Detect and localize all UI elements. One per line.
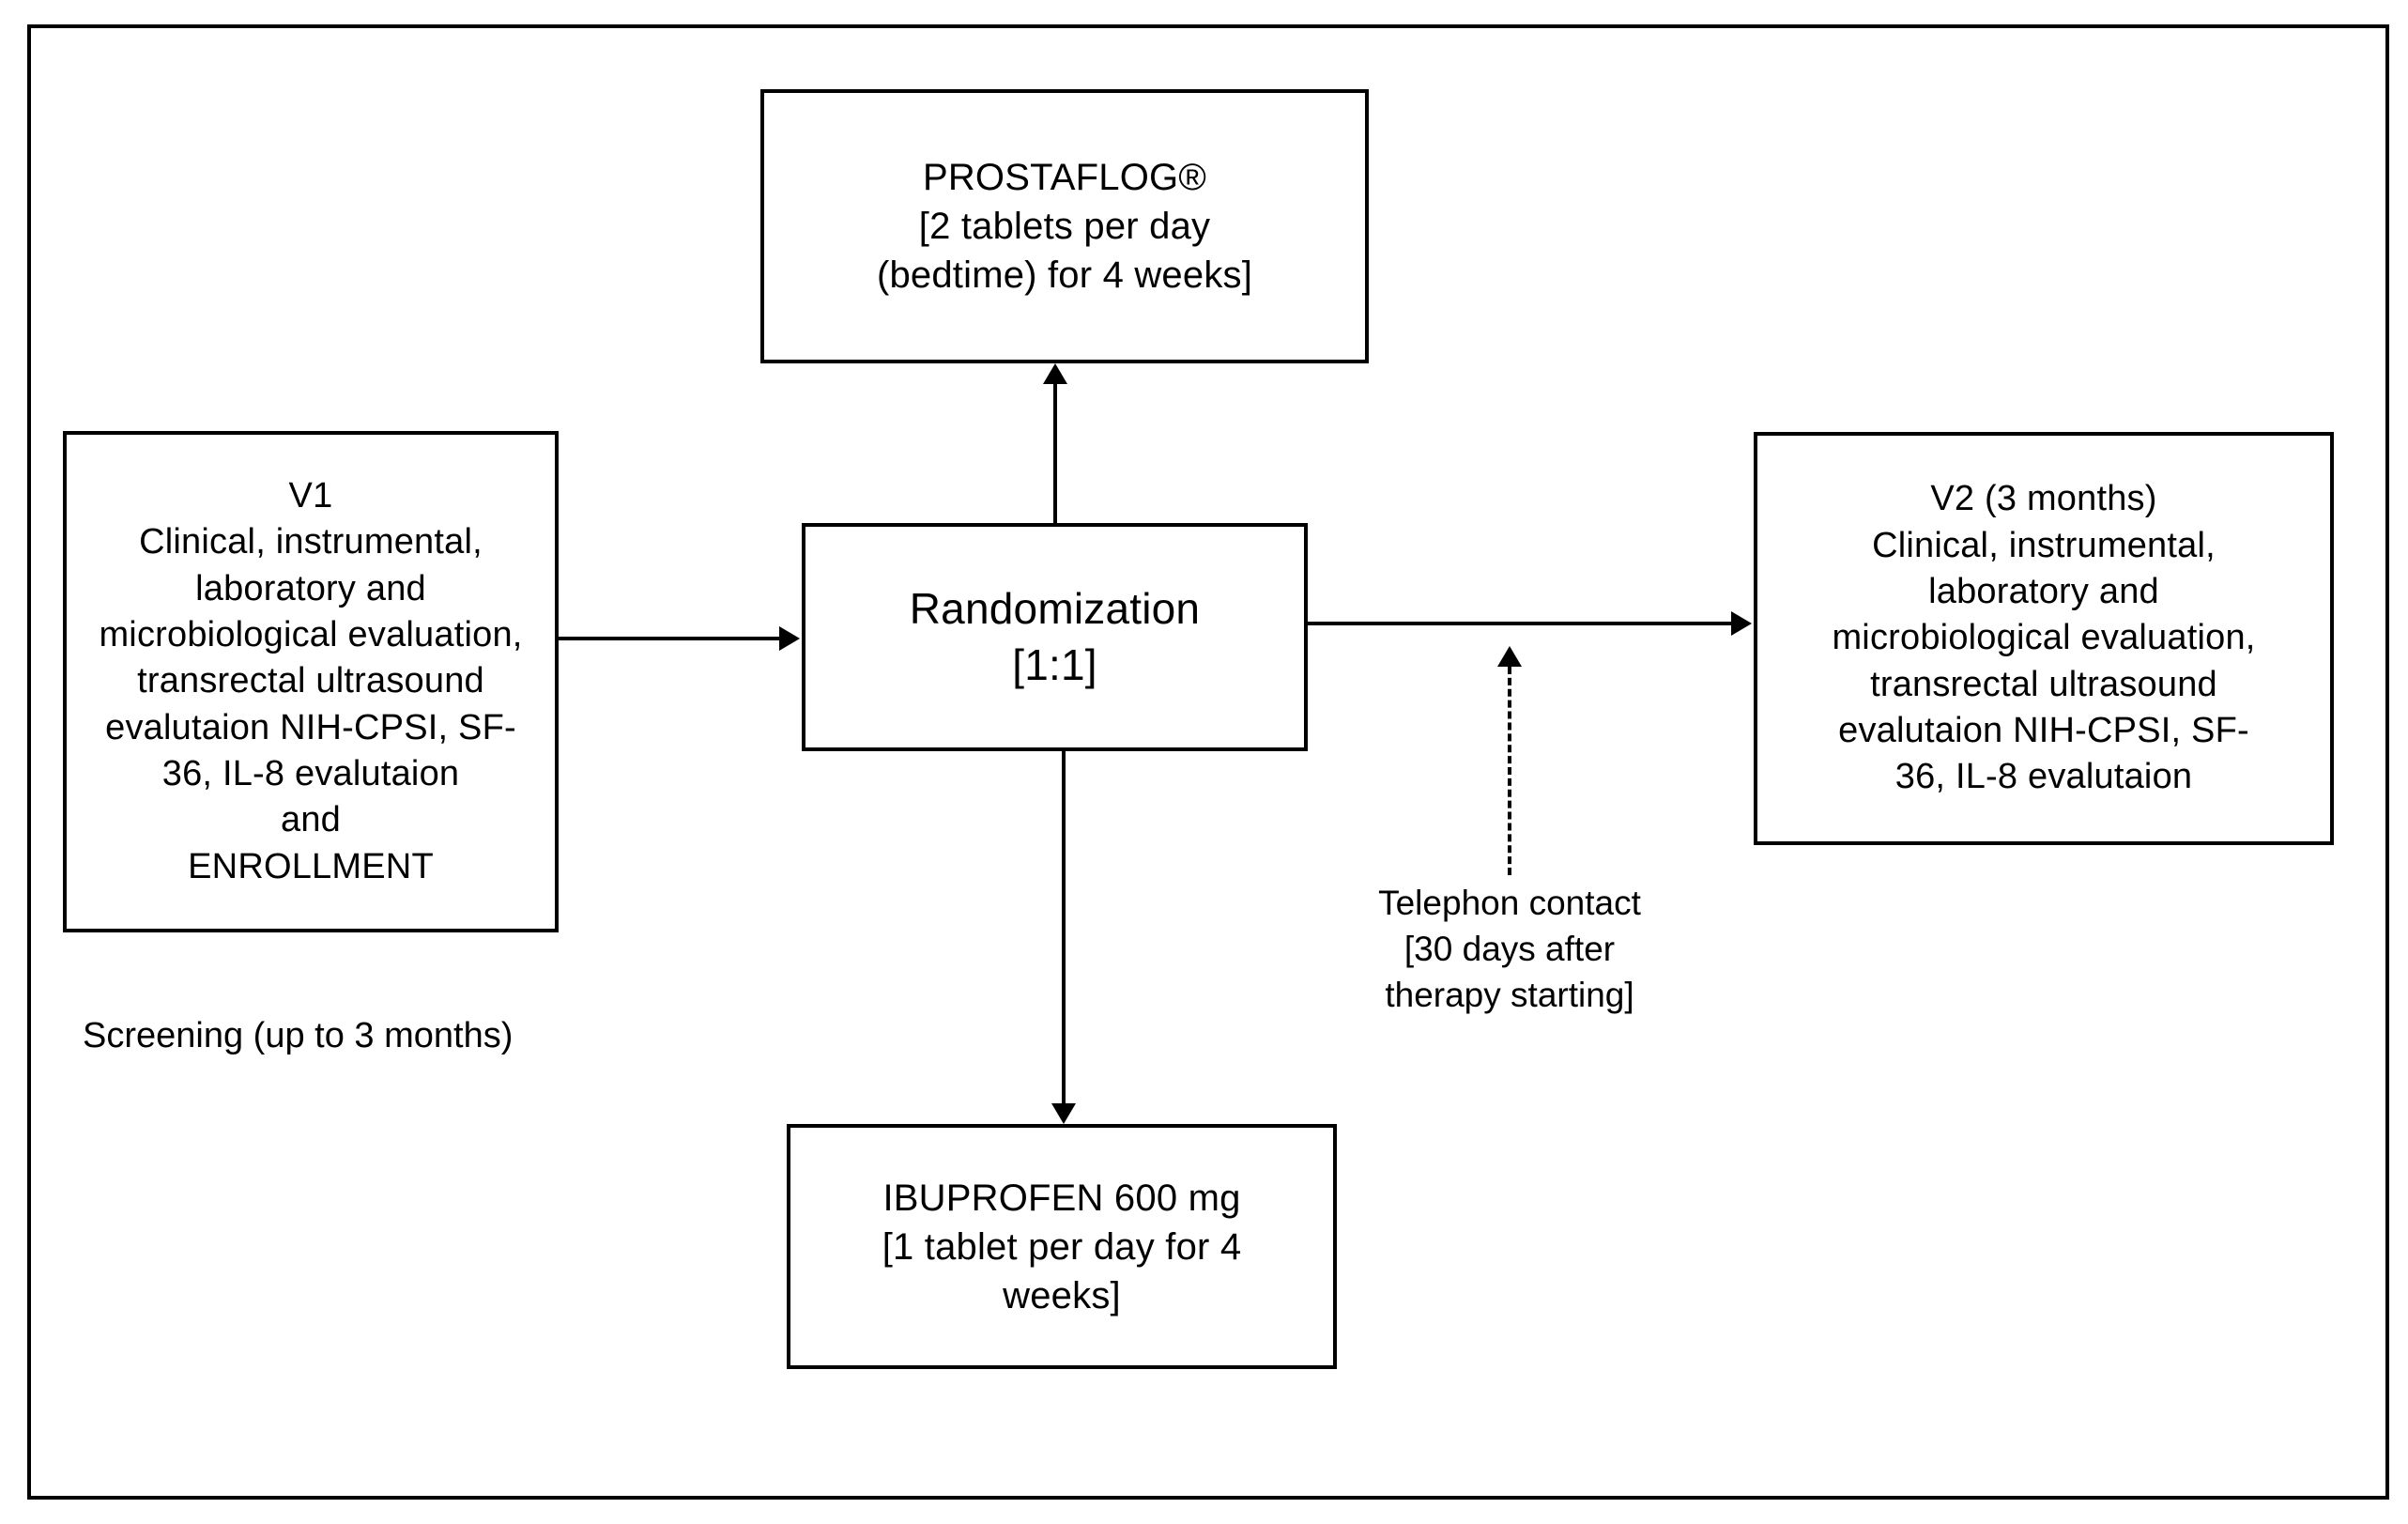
label-screening-period: Screening (up to 3 months)	[83, 1016, 514, 1055]
arrow-down-icon	[1051, 1103, 1076, 1124]
arrow-right-icon	[1731, 611, 1752, 636]
node-v2-label: V2 (3 months) Clinical, instrumental, la…	[1832, 479, 2256, 797]
node-ibuprofen: IBUPROFEN 600 mg [1 tablet per day for 4…	[787, 1124, 1337, 1369]
figure-outer-border	[27, 24, 2389, 1500]
node-ibuprofen-label: IBUPROFEN 600 mg [1 tablet per day for 4…	[882, 1177, 1242, 1316]
arrow-up-icon	[1043, 363, 1067, 384]
node-prostaflog: PROSTAFLOG® [2 tablets per day (bedtime)…	[760, 89, 1369, 363]
arrow-up-icon	[1497, 646, 1522, 667]
node-prostaflog-label: PROSTAFLOG® [2 tablets per day (bedtime)…	[876, 157, 1253, 296]
connector-line	[1053, 384, 1057, 525]
node-v1-label: V1 Clinical, instrumental, laboratory an…	[99, 475, 523, 886]
arrow-right-icon	[779, 626, 800, 651]
label-telephone-contact: Telephon contact [30 days after therapy …	[1378, 884, 1641, 1014]
node-v1-enrollment: V1 Clinical, instrumental, laboratory an…	[63, 431, 559, 932]
node-randomization-label: Randomization [1:1]	[909, 583, 1201, 689]
connector-line	[1062, 751, 1066, 1103]
connector-line	[1308, 622, 1733, 625]
node-randomization: Randomization [1:1]	[802, 523, 1308, 751]
connector-line	[559, 637, 781, 640]
connector-telephone-contact-dashed	[1508, 667, 1511, 875]
node-v2-followup: V2 (3 months) Clinical, instrumental, la…	[1754, 432, 2334, 845]
